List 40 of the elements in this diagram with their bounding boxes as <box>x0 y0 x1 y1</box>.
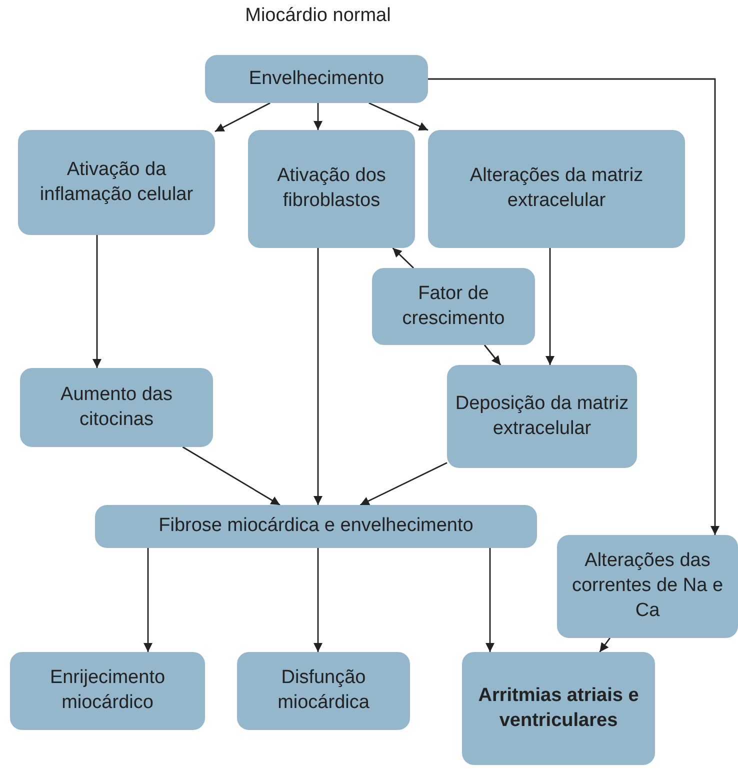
arrow <box>360 462 448 506</box>
arrow <box>144 548 152 652</box>
arrow <box>428 78 720 535</box>
box-label: Ativação da inflamação celular <box>38 158 194 206</box>
process-box <box>248 130 415 248</box>
process-box <box>447 365 637 468</box>
box-label: Envelhecimento <box>248 66 384 91</box>
process-box <box>428 130 685 248</box>
arrow <box>368 102 428 131</box>
box-label: Aumento das citocinas <box>60 382 174 432</box>
arrow <box>599 638 610 652</box>
process-box <box>95 505 537 548</box>
box-label: Deposição da matriz extracelular <box>454 392 630 440</box>
box-label: Enrijecimento miocárdico <box>48 666 166 715</box>
box-label: Fator de crescimento <box>401 282 506 330</box>
process-box <box>10 652 205 730</box>
arrow <box>546 248 554 365</box>
arrow <box>214 102 270 132</box>
arrow <box>314 103 322 130</box>
process-box <box>557 535 738 638</box>
process-box <box>20 368 213 447</box>
box-label: Arritmias atriais e ventriculares <box>477 684 640 732</box>
arrow <box>92 235 102 368</box>
diagram-title: Miocárdio normal <box>244 5 392 27</box>
arrow <box>314 548 322 652</box>
box-label: Alterações da matriz extracelular <box>468 164 644 213</box>
box-label: Disfunção miocárdica <box>276 666 370 715</box>
process-box <box>18 130 215 235</box>
box-label: Ativação dos fibroblastos <box>276 164 387 213</box>
process-box <box>205 55 428 103</box>
arrow <box>182 446 280 506</box>
process-box <box>372 268 535 345</box>
arrow <box>392 248 414 268</box>
process-box <box>237 652 410 730</box>
arrow <box>484 344 502 366</box>
box-label: Fibrose miocárdica e envelhecimento <box>158 514 474 538</box>
process-box <box>462 652 655 765</box>
arrow <box>314 248 322 505</box>
box-label: Alterações das correntes de Na e Ca <box>570 549 724 623</box>
arrow <box>486 548 494 652</box>
